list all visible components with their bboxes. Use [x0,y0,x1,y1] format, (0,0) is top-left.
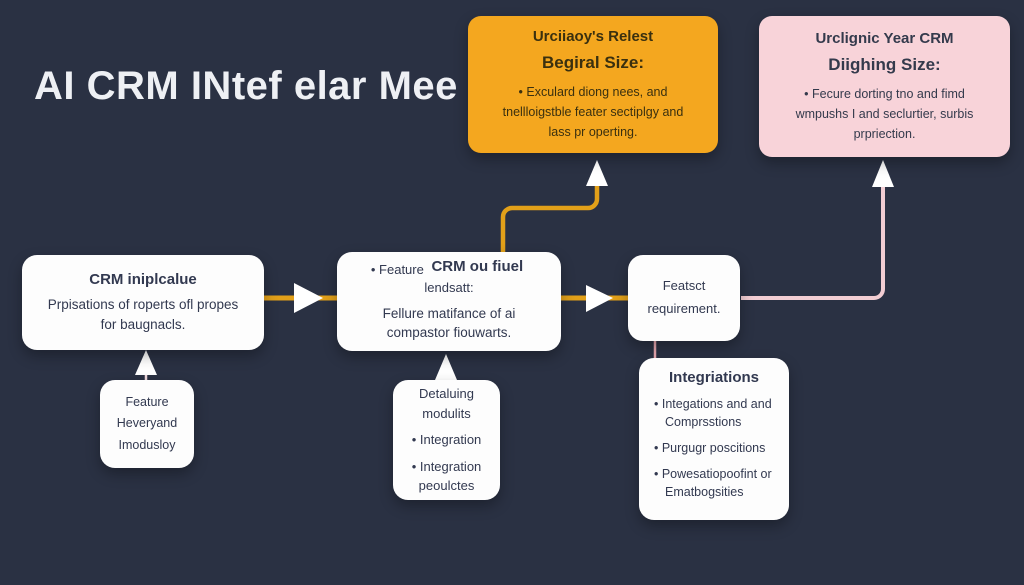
arrowhead-up-icon [872,160,894,187]
node-bullet: • Purgugr poscitions [654,440,766,455]
arrowhead-up-icon [435,354,457,380]
headline-suffix: lendsatt: [424,279,474,295]
arrowhead-up-icon [586,160,608,186]
headline-bold: CRM ou fiuel [431,258,524,276]
node-headline: • Feature CRM ou fiuel lendsatt: [347,258,551,296]
node-line: Featsct [662,278,706,294]
headline-prefix: • Feature [370,262,424,278]
arrowhead-up-icon [135,350,157,375]
node-title: Integriations [668,368,759,386]
node-urciiaoys-relest: Urciiaoy's Relest Begiral Size: • Excula… [468,16,718,153]
node-line: Imodusloy [118,437,176,452]
node-bullet: • Exculard diong nees, and tnellloigstbl… [502,84,684,139]
node-bullet: • Integration peoulctes [411,459,482,493]
node-crm-iniplcalue: CRM iniplcalue Prpisations of roperts of… [22,255,264,350]
node-subtitle: Begiral Size: [541,52,645,72]
arrowhead-right-icon [586,285,613,312]
node-line: Feature [125,395,169,410]
node-title: Urclignic Year CRM [815,29,954,47]
page-title: AI CRM INtef elar Mee [34,64,458,108]
node-feature-heveryand: Feature Heveryand Imodusloy [100,380,194,468]
node-feature-crm-ou-fiuel: • Feature CRM ou fiuel lendsatt: Fellure… [337,252,561,351]
node-line: Heveryand [116,416,178,431]
node-bullet: • Powesatiopoofint or Ematbogsities [654,467,772,500]
node-integriations: Integriations • Integations and and Comp… [639,358,789,520]
node-bullet: • Fecure dorting tno and fimd wmpushs I … [795,86,974,141]
node-title: Detaluing modulits [419,386,474,421]
node-title: Urciiaoy's Relest [532,27,654,45]
node-body: Fellure matifance of ai compastor fiouwa… [382,305,516,341]
arrowhead-right-icon [294,283,323,313]
node-subtitle: Diighing Size: [828,54,941,74]
node-body: Prpisations of roperts ofl propes for ba… [47,296,239,332]
node-detaluing-modulits: Detaluing modulits • Integration • Integ… [393,380,500,500]
node-bullet: • Integration [411,432,482,448]
connector-featsct-to-pink [741,166,885,300]
node-line: requirement. [647,301,721,316]
connector-feature-to-orange [500,166,600,254]
node-title: CRM iniplcalue [89,270,197,288]
node-urclignic-year-crm: Urclignic Year CRM Diighing Size: • Fecu… [759,16,1010,157]
node-featsct-requirement: Featsct requirement. [628,255,740,341]
node-bullet: • Integations and and Comprsstions [654,396,772,429]
